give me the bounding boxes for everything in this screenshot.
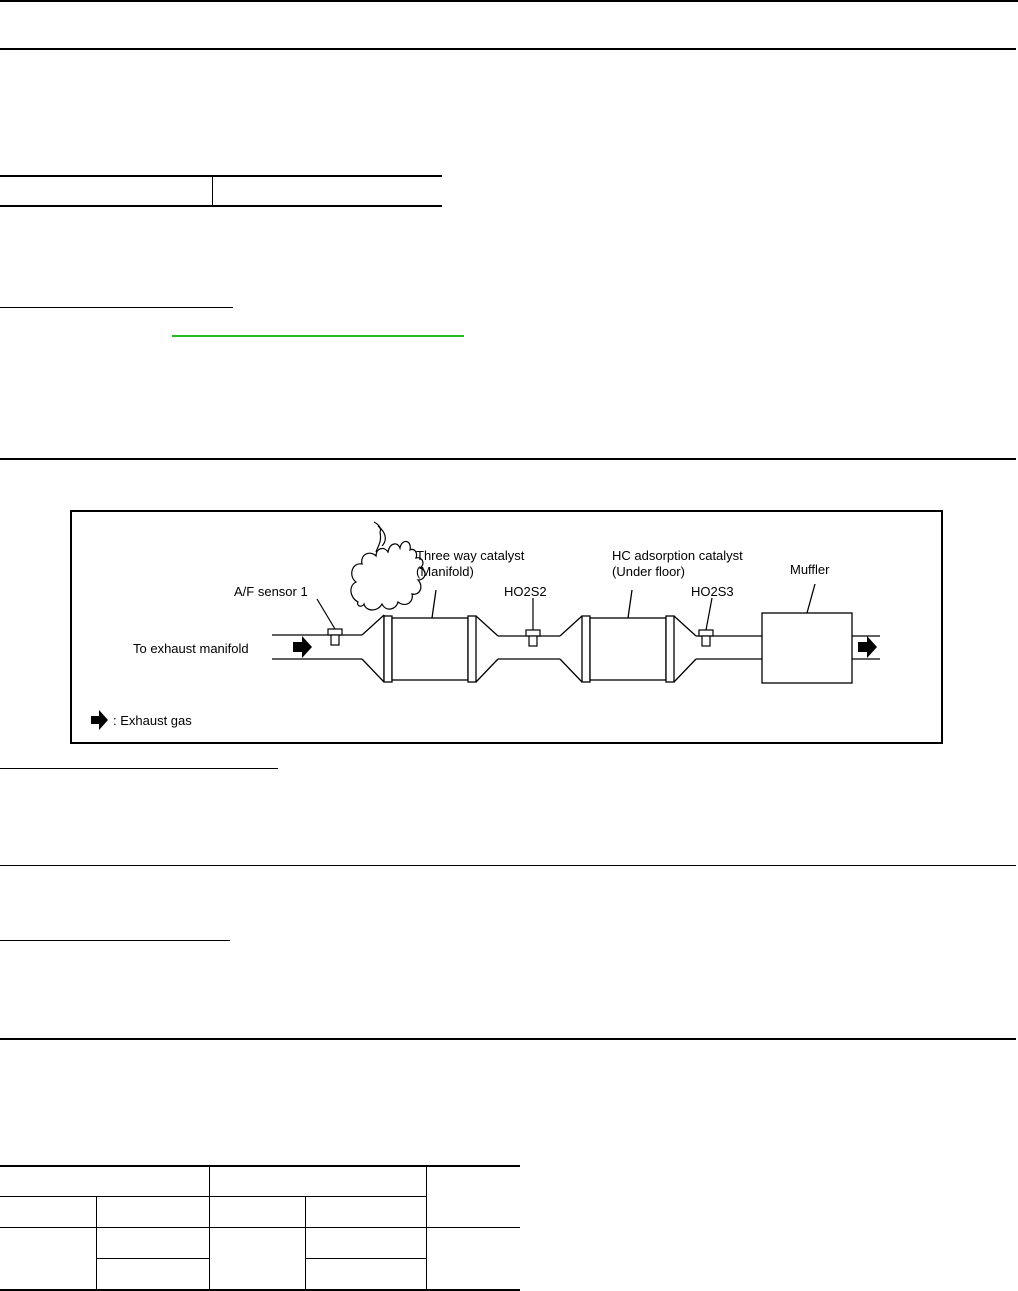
right-arrow-icon <box>293 636 312 658</box>
section-heading-underline <box>0 940 230 941</box>
label-ho2s2: HO2S2 <box>504 584 547 599</box>
header-rule <box>0 48 1016 50</box>
section-heading-underline <box>0 307 233 308</box>
muffler <box>761 583 853 684</box>
inlet-pipe <box>272 634 362 660</box>
exhaust-smoke-icon <box>350 521 426 611</box>
label-af-sensor-1: A/F sensor 1 <box>234 584 308 599</box>
ho2s2-sensor <box>525 598 541 647</box>
section-heading-underline <box>0 768 278 769</box>
label-hc-adsorption-catalyst-location: (Under floor) <box>612 564 685 579</box>
label-three-way-catalyst-location: (Manifold) <box>416 564 474 579</box>
label-muffler: Muffler <box>790 562 830 577</box>
label-hc-adsorption-catalyst: HC adsorption catalyst <box>612 548 743 563</box>
three-way-catalyst <box>383 589 477 683</box>
exhaust-system-diagram: Three way catalyst (Manifold) HC adsorpt… <box>70 510 943 744</box>
right-arrow-icon <box>858 636 877 658</box>
right-arrow-icon <box>91 710 108 730</box>
label-three-way-catalyst: Three way catalyst <box>416 548 525 563</box>
reference-link[interactable] <box>172 335 464 337</box>
label-ho2s3: HO2S3 <box>691 584 734 599</box>
legend-exhaust-gas: : Exhaust gas <box>113 713 192 728</box>
outlet-pipe <box>852 635 880 660</box>
top-rule <box>0 0 1018 2</box>
data-table <box>0 1165 520 1291</box>
ho2s3-sensor <box>698 597 714 647</box>
section-divider <box>0 865 1016 866</box>
af-sensor-1 <box>316 598 343 646</box>
label-exhaust-manifold: To exhaust manifold <box>133 641 249 656</box>
section-divider <box>0 1038 1016 1040</box>
section-divider <box>0 458 1016 460</box>
hc-adsorption-catalyst <box>581 589 675 683</box>
info-table <box>0 175 442 208</box>
